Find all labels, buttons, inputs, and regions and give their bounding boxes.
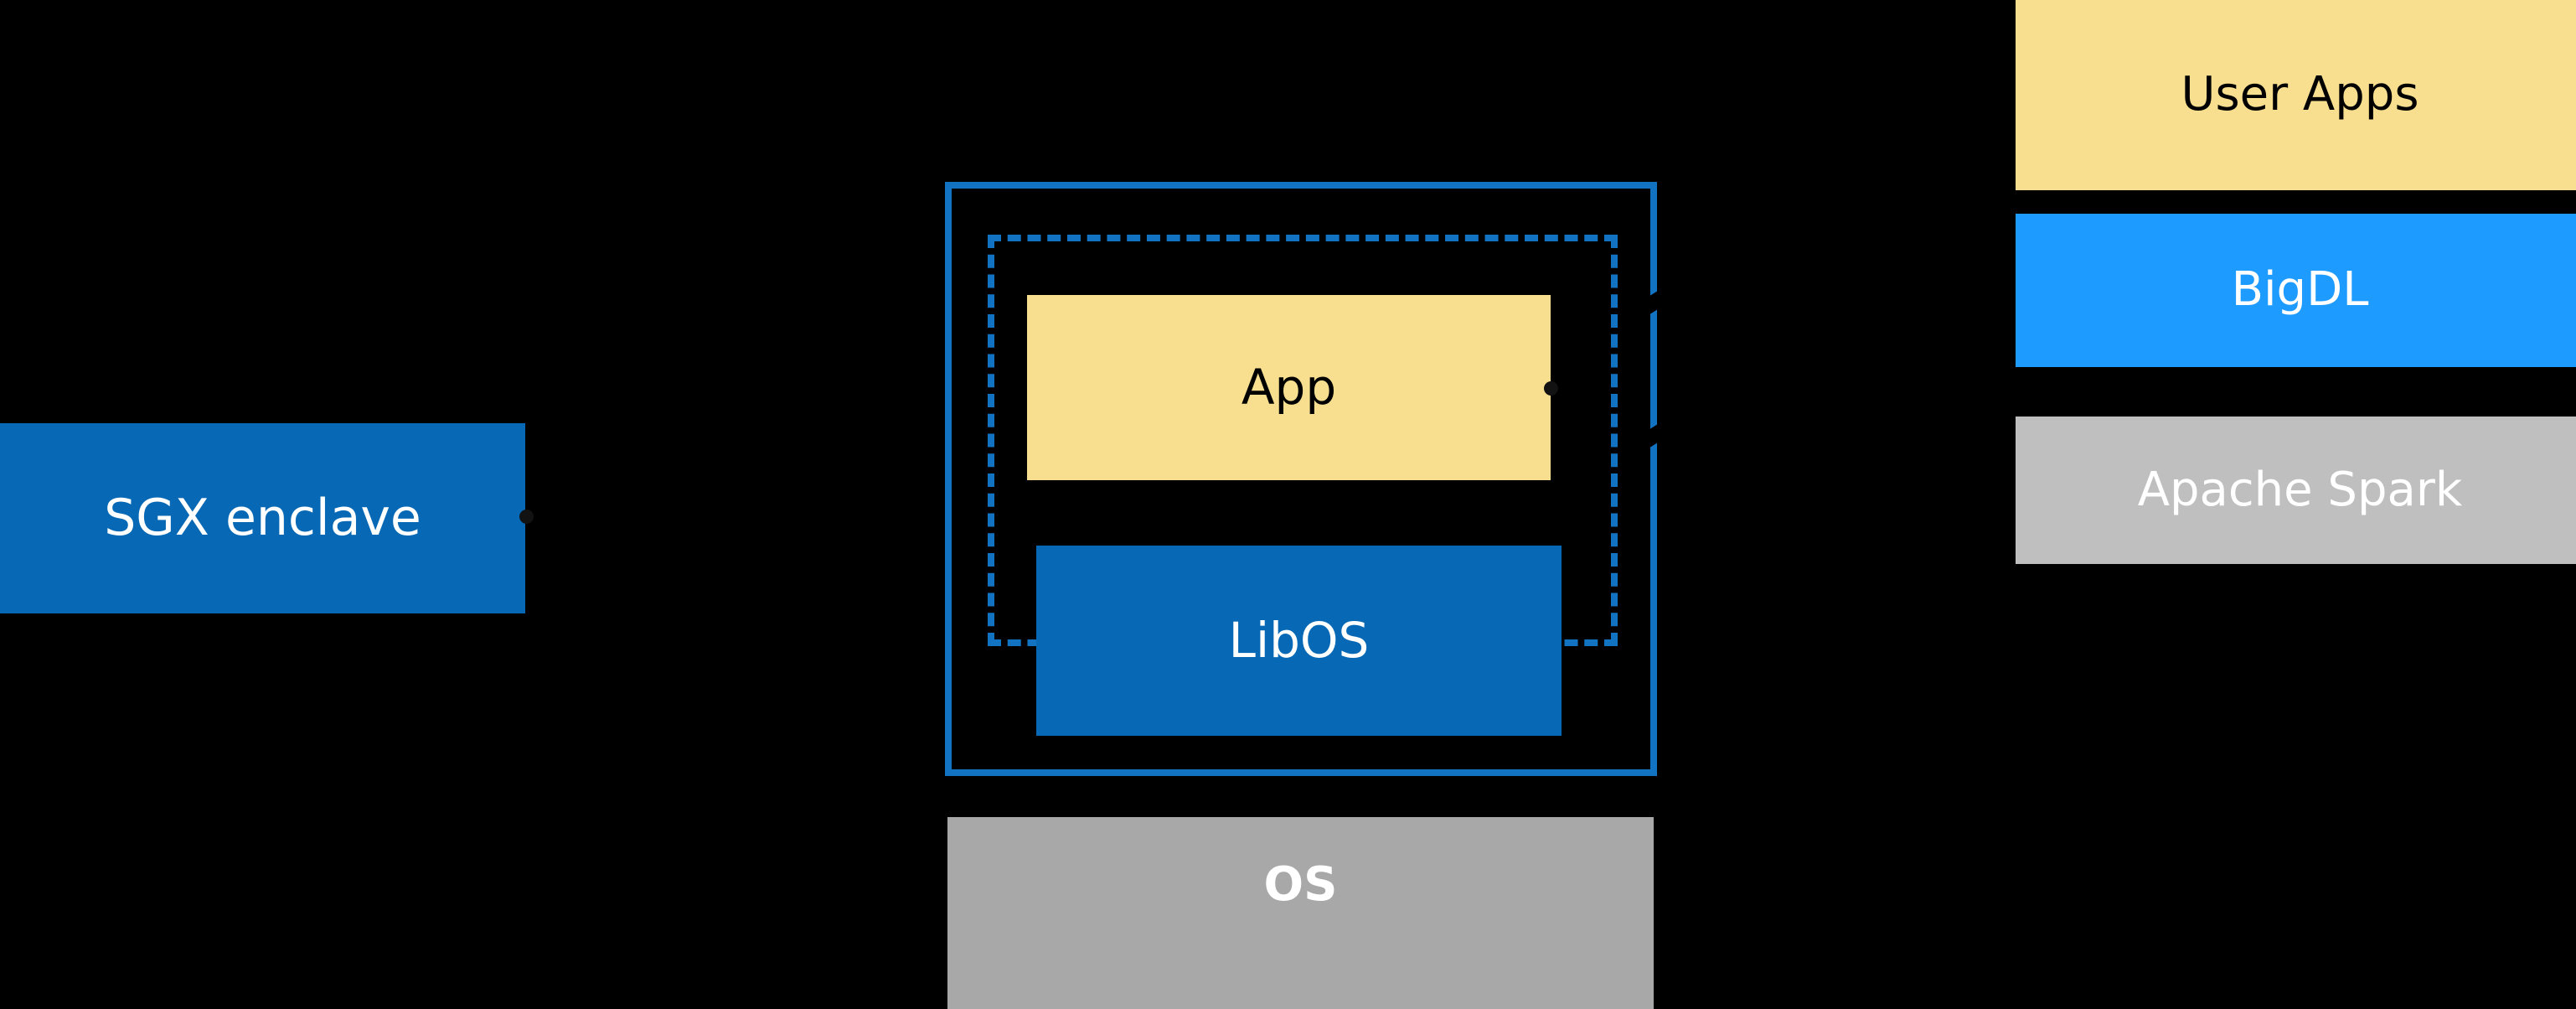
apache-spark-label: Apache Spark [2137,462,2463,517]
os-label: OS [1263,857,1338,912]
app-label: App [1241,359,1337,417]
enclave-outer-frame [945,182,1657,776]
sgx-enclave-connector-dot [519,510,534,524]
app-box[interactable]: App [1027,295,1551,480]
libos-label: LibOS [1228,612,1370,670]
libos-box[interactable]: LibOS [1036,546,1562,736]
user-apps-label: User Apps [2181,67,2419,122]
apache-spark-box[interactable]: Apache Spark [2016,417,2576,564]
bigdl-box[interactable]: BigDL [2016,214,2576,367]
sgx-enclave-label: SGX enclave [104,489,421,547]
user-apps-box[interactable]: User Apps [2016,0,2576,190]
app-connector-dot [1544,381,1558,396]
sgx-enclave-box[interactable]: SGX enclave [0,423,525,613]
os-box[interactable]: OS [947,817,1654,1009]
bigdl-label: BigDL [2231,262,2369,318]
